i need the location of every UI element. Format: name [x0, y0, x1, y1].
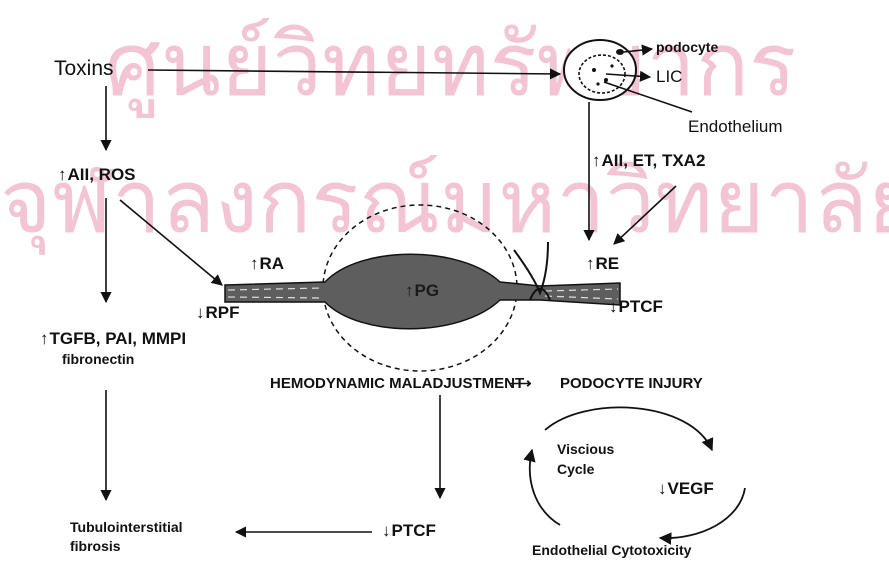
ra-label: RA — [250, 255, 284, 272]
aii-ros-label: AII, ROS — [58, 166, 136, 183]
re-label: RE — [586, 255, 619, 272]
toxins-label: Toxins — [54, 58, 114, 79]
hemodynamic-arrow: ⟶ — [510, 376, 532, 391]
ptcf-right-label: PTCF — [609, 298, 663, 315]
rpf-label: RPF — [196, 304, 240, 321]
podocyte-label: podocyte — [656, 40, 718, 54]
ptcf-bottom-label: PTCF — [382, 522, 436, 539]
endothelium-label: Endothelium — [688, 118, 783, 135]
pg-label: PG — [405, 282, 439, 299]
hemodynamic-label: HEMODYNAMIC MALADJUSTMENT — [270, 376, 524, 391]
aii-et-txa2-label: AII, ET, TXA2 — [592, 152, 705, 169]
cycle-label: Cycle — [557, 462, 594, 476]
endothelial-cytotoxicity-label: Endothelial Cytotoxicity — [532, 543, 691, 557]
viscious-label: Viscious — [557, 442, 614, 456]
fibronectin-label: fibronectin — [62, 352, 134, 366]
podocyte-injury-label: PODOCYTE INJURY — [560, 376, 703, 391]
tubulointerstitial-label: Tubulointerstitial — [70, 520, 183, 534]
vegf-label: VEGF — [658, 480, 714, 497]
lic-label: LIC — [656, 68, 682, 85]
fibrosis-label: fibrosis — [70, 539, 121, 553]
watermark-line-1: ศูนย์วิทยทรัพยากร — [105, 13, 796, 118]
tgfb-label: TGFB, PAI, MMPI — [40, 330, 186, 347]
glomerulus-icon — [564, 40, 636, 100]
